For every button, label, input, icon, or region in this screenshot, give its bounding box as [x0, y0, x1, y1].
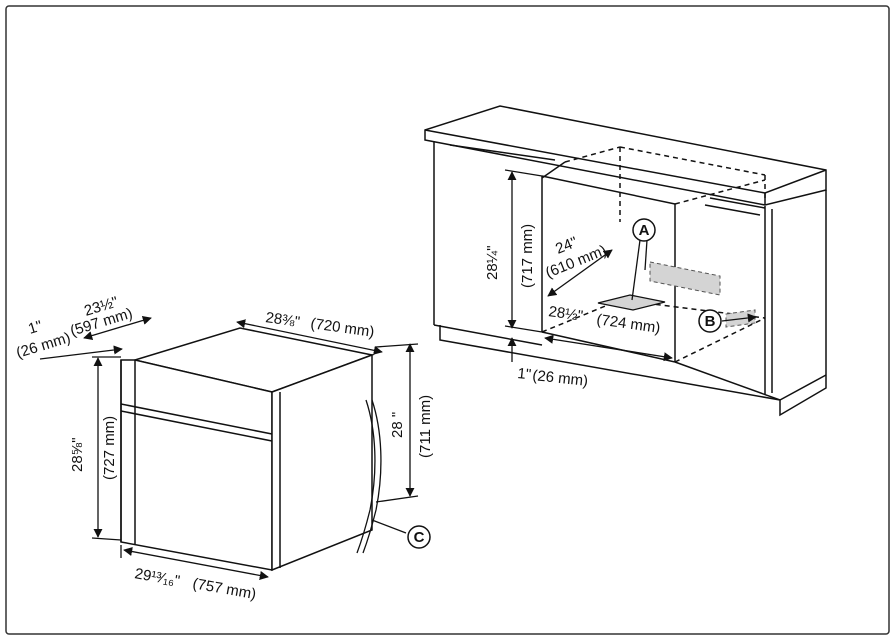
callout-b-label: B — [705, 313, 716, 330]
oven-front — [120, 359, 273, 571]
oven-front-panel-mm-label: (26 mm) — [14, 329, 72, 362]
oven-height-body-label: 28 " — [389, 412, 406, 438]
cabinet-height-mm-label: (717 mm) — [519, 224, 536, 288]
cabinet-dimension-lines — [504, 169, 757, 362]
oven-drawing — [120, 327, 375, 572]
oven-height-front-label: 28⅝" — [69, 437, 86, 472]
oven-dimension-lines — [39, 315, 419, 580]
callout-a: A — [632, 218, 656, 242]
oven-front-panel-label: 1" — [26, 318, 44, 338]
shade-area-a — [649, 261, 721, 296]
cabinet-width-label: 28½" — [547, 303, 584, 325]
cabinet-drawing — [424, 105, 827, 417]
oven-side — [271, 353, 373, 572]
figure-frame — [5, 5, 890, 635]
cabinet-height-label: 28¼" — [484, 245, 501, 280]
oven-height-body-mm-label: (711 mm) — [417, 395, 434, 458]
cabinet-offset-mm-label: (26 mm) — [532, 367, 589, 390]
oven-width-bottom-label: 29¹³⁄₁₆" — [133, 565, 181, 590]
callout-b: B — [698, 309, 722, 333]
callout-c-label: C — [414, 529, 425, 546]
cabinet-width-mm-label: (724 mm) — [595, 311, 661, 337]
oven-width-bottom-mm-label: (757 mm) — [191, 575, 257, 603]
countertop — [424, 105, 827, 206]
power-cable — [356, 399, 407, 554]
oven-height-front-mm-label: (727 mm) — [101, 416, 118, 480]
floor-opening — [597, 294, 666, 311]
oven-depth-label: 28⅜" — [264, 309, 301, 331]
oven-depth-mm-label: (720 mm) — [309, 315, 375, 341]
callout-c: C — [407, 525, 431, 549]
callout-a-label: A — [639, 222, 650, 239]
cabinet-offset-label: 1" — [517, 365, 532, 383]
